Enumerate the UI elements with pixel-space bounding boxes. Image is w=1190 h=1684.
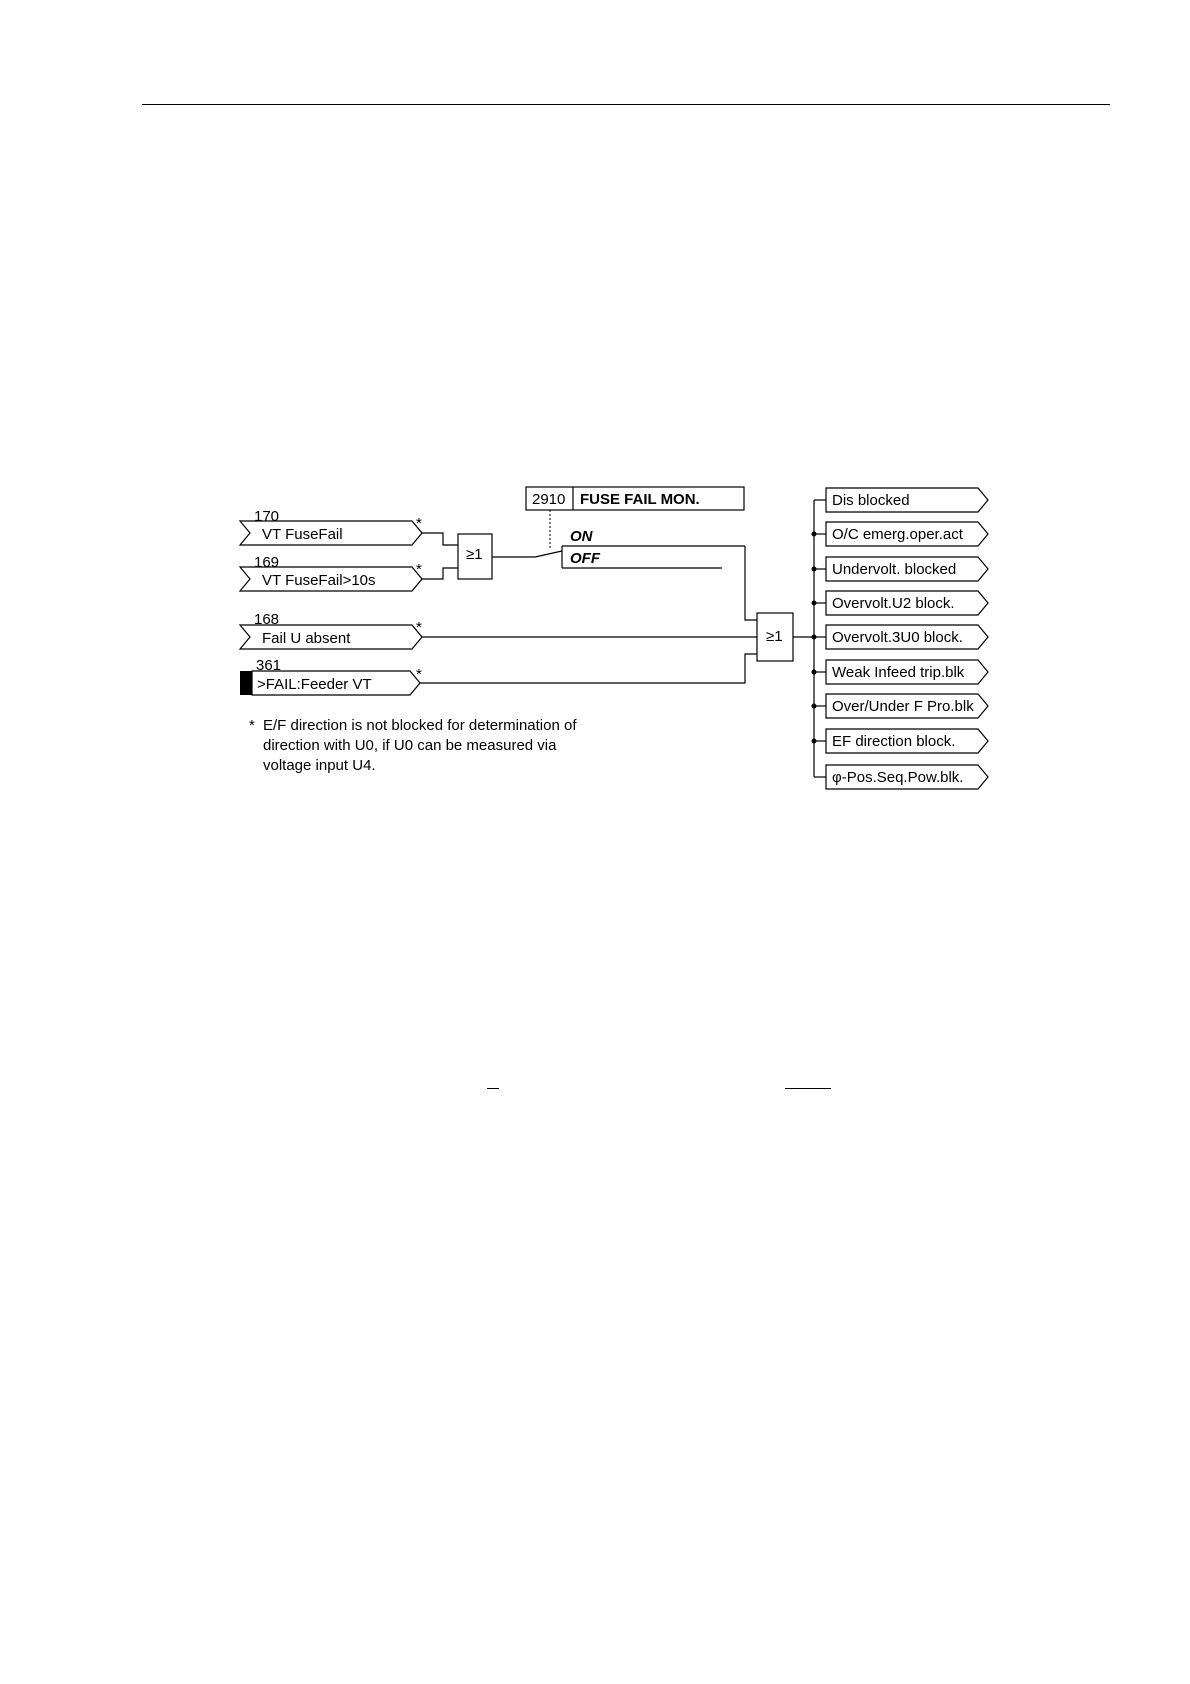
output-item: Overvolt.U2 block.	[811, 590, 989, 616]
setting-address: 2910	[532, 491, 565, 508]
rule-fragment	[785, 1088, 831, 1089]
svg-text:*: *	[416, 561, 422, 578]
svg-text:*: *	[249, 717, 255, 734]
output-item: Over/Under F Pro.blk	[811, 693, 989, 719]
svg-text:361: 361	[256, 657, 281, 674]
svg-text:Dis blocked: Dis blocked	[832, 492, 910, 509]
svg-text:Over/Under F Pro.blk: Over/Under F Pro.blk	[832, 698, 974, 715]
input-361: 361 >FAIL:Feeder VT *	[240, 653, 757, 696]
or-gate-1: ≥1	[457, 533, 493, 580]
rule-fragment	[487, 1088, 499, 1089]
svg-text:*: *	[416, 666, 422, 683]
output-item: Undervolt. blocked	[811, 556, 989, 582]
option-on: ON	[570, 528, 594, 545]
svg-text:EF direction block.: EF direction block.	[832, 733, 955, 750]
output-item: EF direction block.	[811, 728, 989, 754]
output-item: Weak Infeed trip.blk	[811, 659, 989, 685]
svg-text:168: 168	[254, 611, 279, 628]
input-169: 169 VT FuseFail>10s *	[238, 554, 458, 592]
svg-text:Overvolt.U2 block.: Overvolt.U2 block.	[832, 595, 955, 612]
or-gate-2: ≥1	[756, 612, 794, 662]
svg-text:Weak Infeed trip.blk: Weak Infeed trip.blk	[832, 664, 965, 681]
output-item: Dis blocked	[814, 487, 989, 513]
svg-text:O/C emerg.oper.act: O/C emerg.oper.act	[832, 526, 964, 543]
option-off: OFF	[570, 550, 601, 567]
svg-text:φ-Pos.Seq.Pow.blk.: φ-Pos.Seq.Pow.blk.	[832, 769, 963, 786]
svg-text:*: *	[416, 619, 422, 636]
svg-text:Overvolt.3U0 block.: Overvolt.3U0 block.	[832, 629, 963, 646]
svg-text:Fail U absent: Fail U absent	[262, 630, 351, 647]
input-170: 170 VT FuseFail *	[238, 508, 458, 546]
svg-text:direction with U0, if U0 can b: direction with U0, if U0 can be measured…	[263, 737, 557, 754]
setting-name: FUSE FAIL MON.	[580, 491, 700, 508]
svg-text:>FAIL:Feeder VT: >FAIL:Feeder VT	[257, 676, 372, 693]
on-off-switch: ON OFF	[534, 528, 745, 569]
outputs: Dis blocked O/C emerg.oper.act Undervolt…	[811, 487, 989, 790]
svg-text:VT FuseFail>10s: VT FuseFail>10s	[262, 572, 376, 589]
svg-text:≥1: ≥1	[766, 628, 783, 645]
svg-text:≥1: ≥1	[466, 546, 483, 563]
header-rule	[142, 104, 1110, 105]
svg-text:*: *	[416, 515, 422, 532]
output-item: O/C emerg.oper.act	[811, 521, 989, 547]
setting-box	[525, 486, 745, 511]
svg-text:VT FuseFail: VT FuseFail	[262, 526, 343, 543]
svg-text:E/F direction is not blocked f: E/F direction is not blocked for determi…	[263, 717, 577, 734]
input-168: 168 Fail U absent *	[238, 611, 757, 650]
output-item: Overvolt.3U0 block.	[811, 624, 989, 650]
svg-text:Undervolt. blocked: Undervolt. blocked	[832, 561, 956, 578]
output-item: φ-Pos.Seq.Pow.blk.	[814, 764, 989, 790]
footnote: * E/F direction is not blocked for deter…	[249, 717, 577, 774]
svg-text:voltage input U4.: voltage input U4.	[263, 757, 376, 774]
setting-parameter: 2910 FUSE FAIL MON.	[525, 486, 745, 548]
